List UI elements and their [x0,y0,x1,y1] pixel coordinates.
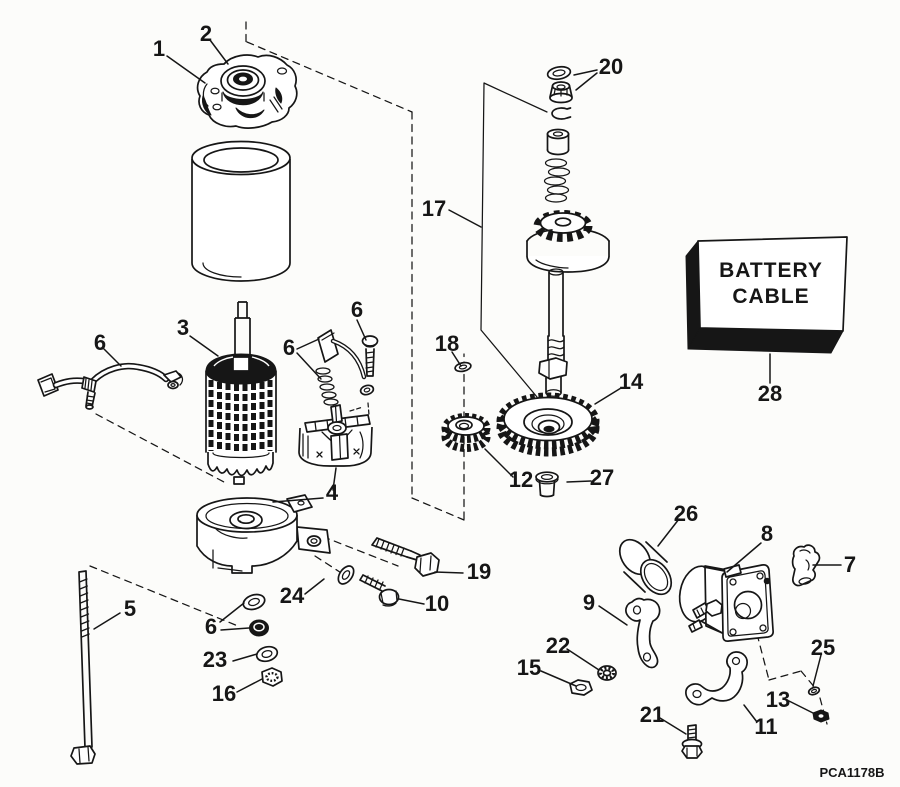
part-nut-15 [569,679,593,696]
part-bushing-27 [535,471,559,498]
callout-25: 25 [811,635,835,660]
part-washer-24 [337,565,355,585]
part-screw-21 [681,724,703,759]
leader-lines [93,39,842,735]
callout-3: 3 [177,315,189,340]
callout-10: 10 [425,591,449,616]
part-solenoid-8 [678,564,774,642]
part-brush-kit [315,329,379,406]
callout-12: 12 [509,467,533,492]
part-motor-frame [191,140,291,282]
part-drive-assembly [526,65,610,397]
part-lockwasher-22 [597,665,617,681]
callout-24: 24 [280,583,305,608]
part-end-housing [196,494,331,574]
assembly-bracket-17 [480,82,548,398]
callout-22: 22 [546,633,570,658]
callout-18: 18 [435,331,459,356]
part-thru-bolt-5 [70,570,96,765]
part-screw-10 [359,574,400,607]
part-end-cap [196,54,298,129]
callout-labels: 1 2 20 17 18 3 6 6 6 14 4 12 27 26 8 7 1… [94,21,856,739]
callout-7: 7 [844,552,856,577]
callout-19: 19 [467,559,491,584]
callout-4: 4 [326,480,339,505]
callout-2: 2 [200,21,212,46]
part-small-nut [812,709,830,723]
callout-6-brush: 6 [283,335,295,360]
callout-9: 9 [583,590,595,615]
part-armature [205,301,277,485]
callout-8: 8 [761,521,773,546]
callout-6-cable: 6 [94,330,106,355]
callout-13: 13 [766,687,790,712]
part-small-washer [807,686,821,696]
part-bolt-19 [371,537,440,577]
battery-cable-label-line1: BATTERY [719,259,823,282]
callout-5: 5 [124,596,136,621]
callout-27: 27 [590,465,614,490]
part-bracket-11 [685,651,748,706]
callout-16: 16 [212,681,236,706]
callout-26: 26 [674,501,698,526]
callout-15: 15 [517,655,541,680]
part-bracket-9 [625,597,661,669]
battery-cable-label-line2: CABLE [732,285,809,308]
callout-23: 23 [203,647,227,672]
callout-21: 21 [640,702,664,727]
part-washer-18 [454,361,472,373]
callout-20: 20 [599,54,623,79]
callout-1: 1 [153,36,165,61]
part-drive-gear-14 [496,392,600,457]
drawing-code: PCA1178B [819,765,884,780]
part-terminal-boot-7 [791,544,821,587]
part-brush-plate [298,404,373,467]
part-sleeve-26 [618,538,673,596]
part-cable-lead [37,362,184,410]
callout-6-screw: 6 [351,297,363,322]
part-hardware-stack [242,593,283,687]
callout-17: 17 [422,196,446,221]
part-battery-cable-box: BATTERY CABLE [685,236,848,354]
part-pinion-gear-12 [441,413,491,452]
callout-14: 14 [619,369,644,394]
callout-11: 11 [754,714,777,739]
callout-6-nut: 6 [205,614,217,639]
callout-28: 28 [758,381,782,406]
